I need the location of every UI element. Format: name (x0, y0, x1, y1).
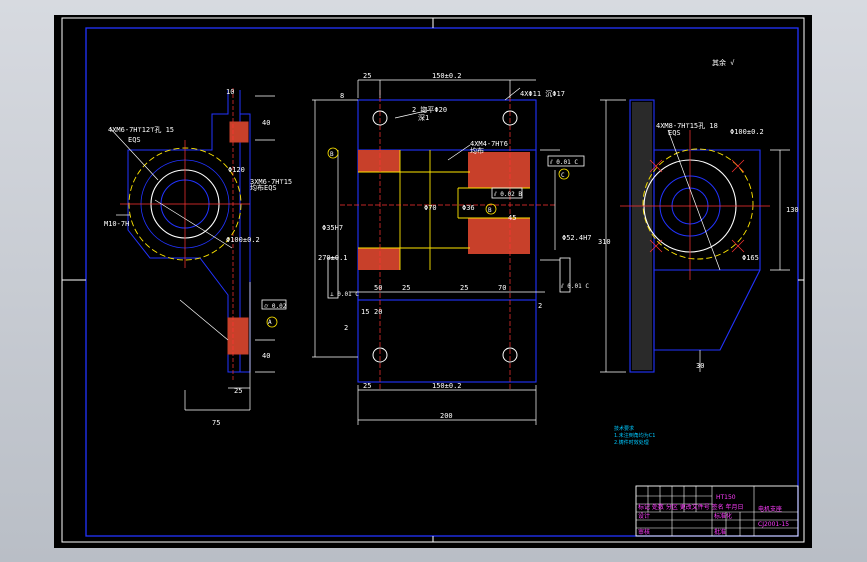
center-dim-8: 8 (340, 92, 344, 100)
title-part-name: 电机支座 (758, 505, 782, 513)
right-dim-310: 310 (598, 238, 611, 246)
datum-a-label: A (268, 319, 272, 326)
center-thread: 4XM4-7H⊤6 (470, 140, 508, 148)
datum-b-label: B (330, 151, 334, 158)
right-thread-callout: 4XM8-7H⊤15孔 18 (656, 122, 718, 130)
center-dia36: Φ36 (462, 204, 475, 212)
title-drawing-no: CJ2001-15 (758, 521, 789, 528)
tech-line-1: 1.未注倒角均为C1 (614, 432, 655, 439)
center-note-1: 2 锪平Φ20 (412, 105, 447, 114)
datum-c-label: C (561, 172, 565, 179)
left-eqs-callout: EQS (128, 136, 141, 144)
center-dim-270: 270±0.1 (318, 254, 348, 262)
center-dim-25-mid2: 25 (460, 284, 468, 292)
technical-requirements: 技术要求 1.未注倒角均为C1 2.铸件时效处理 (614, 425, 655, 446)
center-dim-2b: 2 (344, 324, 348, 332)
center-note-2: 深1 (418, 113, 429, 122)
left-side-view: A 4XM6-7H⊤12⊤孔 15 EQS 3XM6-7H⊤15 均布EQS Φ… (104, 88, 292, 427)
left-dia120: Φ120 (228, 166, 245, 174)
front-section-view: B C B 25 150±0.2 4XΦ11 沉Φ17 2 锪平Φ20 深1 4… (312, 72, 592, 425)
title-row-1: 标记 处数 分区 更改文件号 签名 年月日 (638, 503, 744, 511)
center-hole-callout: 4XΦ11 沉Φ17 (520, 90, 565, 98)
drawing-sheet (54, 15, 812, 548)
inner-frame (85, 27, 799, 537)
center-dia70: Φ70 (424, 204, 437, 212)
title-block: HT150 电机支座 CJ2001-15 标记 处数 分区 更改文件号 签名 年… (635, 485, 799, 537)
center-dim-70: 70 (498, 284, 506, 292)
center-dia-right: Φ52.4H7 (562, 234, 592, 242)
left-dim-40b: 40 (262, 352, 270, 360)
right-end-view: 4XM8-7H⊤15孔 18 EQS Φ100±0.2 Φ165 130 310… (598, 99, 799, 373)
center-dim-150-bot: 150±0.2 (432, 382, 462, 390)
center-dim-25-bot: 25 (363, 382, 371, 390)
title-row-2b: 标准化 (714, 512, 732, 520)
center-dim-phi: Φ35H7 (322, 224, 343, 232)
left-thread-callout-2: 3XM6-7H⊤15 (250, 178, 292, 186)
center-tol-b: ⫽ 0.02 B (493, 191, 522, 198)
right-dia165: Φ165 (742, 254, 759, 262)
center-tol-left: ⊥ 0.01 C (330, 291, 359, 298)
center-dim-50: 50 (374, 284, 382, 292)
right-dia100: Φ100±0.2 (730, 128, 764, 136)
left-dim-40: 40 (262, 119, 270, 127)
left-dia100: Φ100±0.2 (226, 236, 260, 244)
center-dim-150-top: 150±0.2 (432, 72, 462, 80)
left-thread-callout: 4XM6-7H⊤12⊤孔 15 (108, 126, 174, 134)
surface-finish-note: 其余 √ (712, 58, 735, 67)
center-dim-200: 200 (440, 412, 453, 420)
center-dim-15: 15 (361, 308, 369, 316)
center-dim-45: 45 (508, 214, 516, 222)
left-m10: M10-7H (104, 220, 129, 228)
left-dim-10: 10 (226, 88, 234, 96)
center-tol-c: ⫽ 0.01 C (549, 159, 578, 166)
title-row-2: 设计 (638, 512, 650, 520)
title-row-3: 审核 (638, 528, 650, 536)
title-material: HT150 (716, 494, 736, 501)
center-dim-25-mid: 25 (402, 284, 410, 292)
datum-b-label-2: B (488, 207, 492, 214)
left-dim-25: 25 (234, 387, 242, 395)
center-thread-eq: 均布 (470, 146, 484, 155)
left-eqs-callout-2: 均布EQS (250, 183, 277, 192)
center-tol-right: ⫽ 0.01 C (560, 283, 589, 290)
right-dim-130: 130 (786, 206, 799, 214)
left-dim-75: 75 (212, 419, 220, 427)
center-dim-25-top: 25 (363, 72, 371, 80)
centering-marks (62, 18, 804, 542)
center-dim-20: 20 (374, 308, 382, 316)
right-dim-30: 30 (696, 362, 704, 370)
left-tolerance: ⌭ 0.02 (264, 303, 287, 310)
title-row-3b: 批准 (714, 528, 726, 536)
tech-line-2: 2.铸件时效处理 (614, 439, 649, 446)
tech-title: 技术要求 (614, 425, 634, 432)
right-eqs: EQS (668, 129, 681, 137)
center-dim-2: 2 (538, 302, 542, 310)
